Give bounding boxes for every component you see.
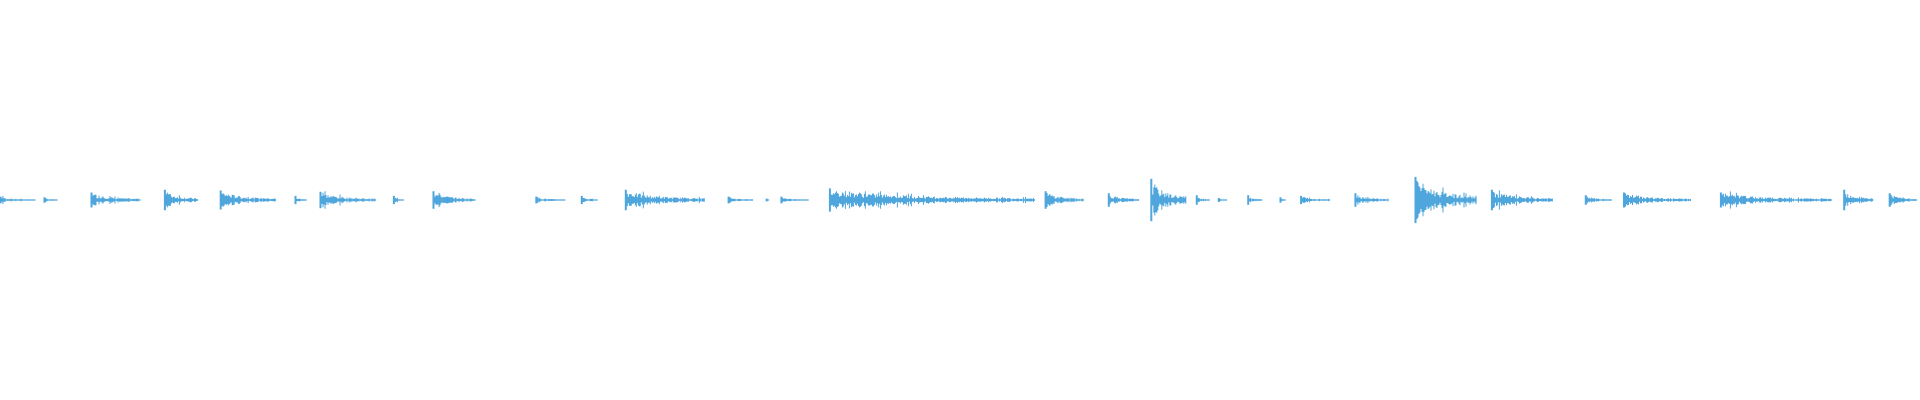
waveform-samples — [1300, 195, 1331, 205]
waveform-clip[interactable] — [1843, 189, 1874, 211]
waveform-samples — [1279, 197, 1286, 203]
waveform-clip[interactable] — [0, 196, 36, 204]
waveform-clip[interactable] — [1195, 195, 1210, 205]
waveform-clip[interactable] — [1584, 195, 1612, 205]
waveform-clip[interactable] — [1719, 191, 1832, 209]
waveform-clip[interactable] — [580, 195, 598, 205]
waveform-samples — [1354, 193, 1389, 207]
waveform-clip[interactable] — [1150, 178, 1187, 222]
waveform-clip[interactable] — [1623, 192, 1692, 208]
waveform-clip[interactable] — [1044, 191, 1084, 209]
waveform-samples — [0, 196, 36, 204]
waveform-samples — [1150, 178, 1187, 222]
waveform-samples — [765, 198, 769, 202]
waveform-samples — [1217, 198, 1227, 202]
waveform-clip[interactable] — [1300, 195, 1331, 205]
waveform-clip[interactable] — [1888, 193, 1918, 207]
waveform-samples — [432, 191, 476, 209]
waveform-clip[interactable] — [828, 188, 1035, 212]
waveform-clip[interactable] — [1279, 197, 1286, 203]
waveform-clip[interactable] — [294, 195, 307, 205]
waveform-samples — [1195, 195, 1210, 205]
waveform-samples — [392, 195, 404, 205]
waveform-samples — [1414, 176, 1477, 224]
waveform-clip[interactable] — [43, 197, 58, 203]
waveform-samples — [294, 195, 307, 205]
waveform-samples — [1107, 193, 1139, 207]
waveform-clip[interactable] — [1414, 176, 1477, 224]
waveform-samples — [535, 196, 566, 204]
waveform-samples — [1719, 191, 1832, 209]
waveform-clip[interactable] — [727, 196, 753, 204]
waveform-samples — [1490, 189, 1553, 211]
waveform-samples — [1888, 193, 1917, 207]
waveform-clip[interactable] — [1490, 189, 1553, 211]
waveform-samples — [1623, 192, 1691, 208]
waveform-samples — [624, 189, 705, 211]
waveform-samples — [828, 188, 1035, 212]
waveform-clip[interactable] — [392, 195, 404, 205]
waveform-clip[interactable] — [219, 190, 276, 210]
waveform-clip[interactable] — [1247, 195, 1263, 205]
waveform-clip[interactable] — [624, 189, 705, 211]
waveform-samples — [1843, 189, 1874, 211]
waveform-clip[interactable] — [319, 191, 376, 209]
waveform-clip[interactable] — [765, 198, 770, 202]
waveform-clip[interactable] — [163, 189, 199, 211]
waveform-samples — [43, 197, 58, 203]
waveform-clip[interactable] — [780, 196, 809, 204]
waveform-samples — [580, 195, 598, 205]
waveform-samples — [727, 196, 753, 204]
waveform-clip[interactable] — [432, 191, 476, 209]
waveform-samples — [1044, 191, 1084, 209]
waveform-clip[interactable] — [1217, 198, 1228, 202]
waveform-samples — [1247, 195, 1263, 205]
waveform-clip[interactable] — [535, 196, 566, 204]
waveform-clip[interactable] — [1354, 193, 1389, 207]
waveform-samples — [90, 192, 141, 208]
waveform-samples — [780, 196, 809, 204]
waveform-samples — [219, 190, 276, 210]
waveform-samples — [163, 189, 198, 211]
waveform-samples — [319, 191, 376, 209]
waveform-clip[interactable] — [1107, 193, 1140, 207]
waveform-samples — [1584, 195, 1612, 205]
waveform-clip[interactable] — [90, 192, 141, 208]
